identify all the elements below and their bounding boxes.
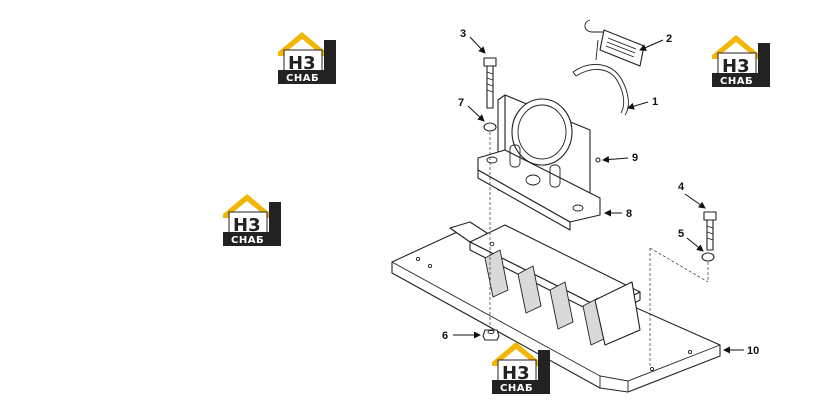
bolt-part-4 xyxy=(703,211,717,251)
logo-snab-text: СНАБ xyxy=(500,383,533,394)
callout-9: 9 xyxy=(632,152,638,164)
brand-logo: H3 СНАБ xyxy=(491,341,551,395)
brand-logo: H3 СНАБ xyxy=(222,193,282,247)
bolt-part-3 xyxy=(483,57,497,109)
callout-2: 2 xyxy=(666,33,672,45)
callout-4: 4 xyxy=(678,181,685,193)
tag-part-2 xyxy=(584,19,645,67)
washer-part-5 xyxy=(701,252,715,262)
logo-h3-text: H3 xyxy=(502,363,530,384)
logo-h3-text: H3 xyxy=(233,215,261,236)
callout-6: 6 xyxy=(442,330,448,342)
callout-leaders xyxy=(453,36,744,354)
logo-h3-text: H3 xyxy=(288,53,316,74)
callout-10: 10 xyxy=(747,345,759,357)
callout-3: 3 xyxy=(460,28,466,40)
fitting-part-9 xyxy=(595,157,601,163)
washer-part-7 xyxy=(483,122,497,132)
logo-snab-text: СНАБ xyxy=(231,235,264,246)
logo-h3-text: H3 xyxy=(722,56,750,77)
callout-5: 5 xyxy=(678,228,684,240)
nut-part-6 xyxy=(482,329,500,341)
brand-logo: H3 СНАБ xyxy=(277,31,337,85)
brand-logo: H3 СНАБ xyxy=(711,34,771,88)
callout-7: 7 xyxy=(458,97,464,109)
assembly-lines xyxy=(489,132,709,366)
logo-snab-text: СНАБ xyxy=(720,76,753,87)
strap-part-1 xyxy=(572,64,629,116)
support-frame xyxy=(469,224,641,346)
callout-1: 1 xyxy=(652,96,658,108)
bracket-part-8 xyxy=(477,94,601,231)
logo-snab-text: СНАБ xyxy=(286,73,319,84)
callout-8: 8 xyxy=(626,208,632,220)
